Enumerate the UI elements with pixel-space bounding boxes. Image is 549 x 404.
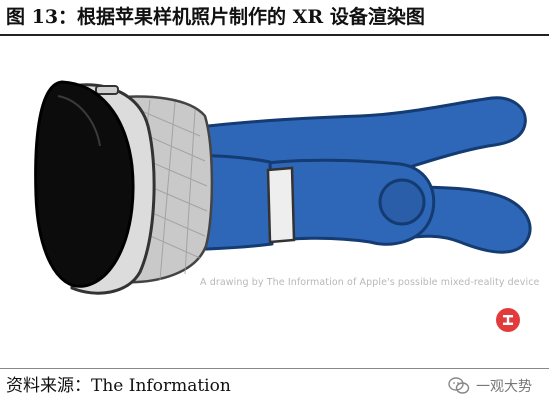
- watermark-text: 一观大势: [476, 379, 532, 395]
- arm-clip: [266, 166, 296, 244]
- the-information-logo-icon: [496, 308, 520, 332]
- top-button: [95, 85, 119, 95]
- visor-glass: [34, 80, 135, 288]
- title-divider: [0, 34, 549, 36]
- image-caption: A drawing by The Information of Apple's …: [200, 277, 540, 288]
- strap-knob: [378, 178, 426, 226]
- strap-bracket: [258, 158, 436, 246]
- figure-title: 图 13：根据苹果样机照片制作的 XR 设备渲染图: [6, 6, 425, 28]
- source-divider: [0, 368, 549, 369]
- source-note: 资料来源：The Information: [6, 376, 231, 396]
- wechat-icon: [448, 377, 470, 394]
- watermark: 一观大势: [448, 374, 532, 398]
- headset-illustration: [34, 80, 532, 295]
